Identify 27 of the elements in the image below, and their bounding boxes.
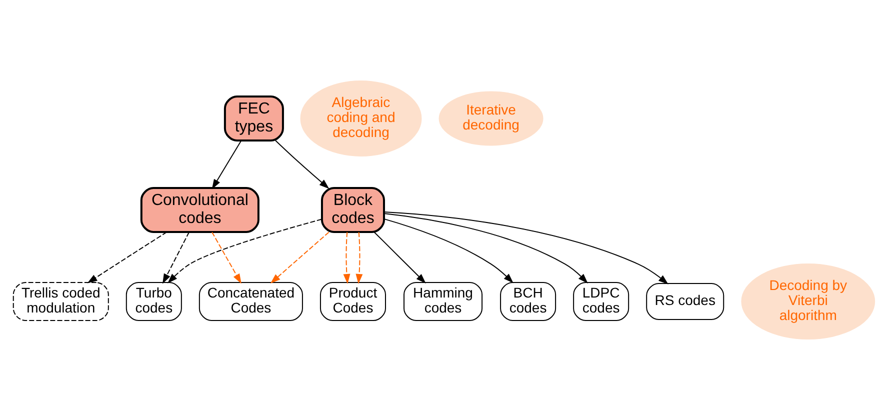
node-box: Trellis coded modulation — [12, 282, 109, 321]
arrow — [270, 232, 330, 284]
arrow — [212, 140, 242, 190]
node-box: Product Codes — [320, 282, 386, 321]
node-box: FEC types — [224, 95, 284, 142]
arrow — [87, 232, 168, 284]
arrow — [356, 232, 363, 284]
arrow — [168, 218, 322, 284]
arrow — [384, 212, 588, 284]
arrow — [212, 232, 242, 284]
arrow — [343, 232, 350, 284]
node-box: Block codes — [320, 187, 385, 233]
arrow — [384, 218, 514, 284]
node-ellipse: Iterative decoding — [438, 91, 544, 146]
node-box: LDPC codes — [573, 282, 630, 321]
node-box: Convolutional codes — [140, 187, 260, 233]
arrow — [275, 140, 330, 189]
node-box: Hamming codes — [404, 282, 483, 321]
node-ellipse: Algebraic coding and decoding — [300, 80, 422, 156]
arrow — [374, 232, 426, 284]
node-box: Turbo codes — [126, 282, 182, 321]
node-box: BCH codes — [500, 282, 556, 321]
node-ellipse: Decoding by Viterbi algorithm — [741, 264, 876, 340]
node-box: Concatenated Codes — [198, 282, 303, 321]
arrow — [162, 232, 190, 284]
node-box: RS codes — [646, 283, 724, 320]
arrow — [384, 212, 668, 284]
